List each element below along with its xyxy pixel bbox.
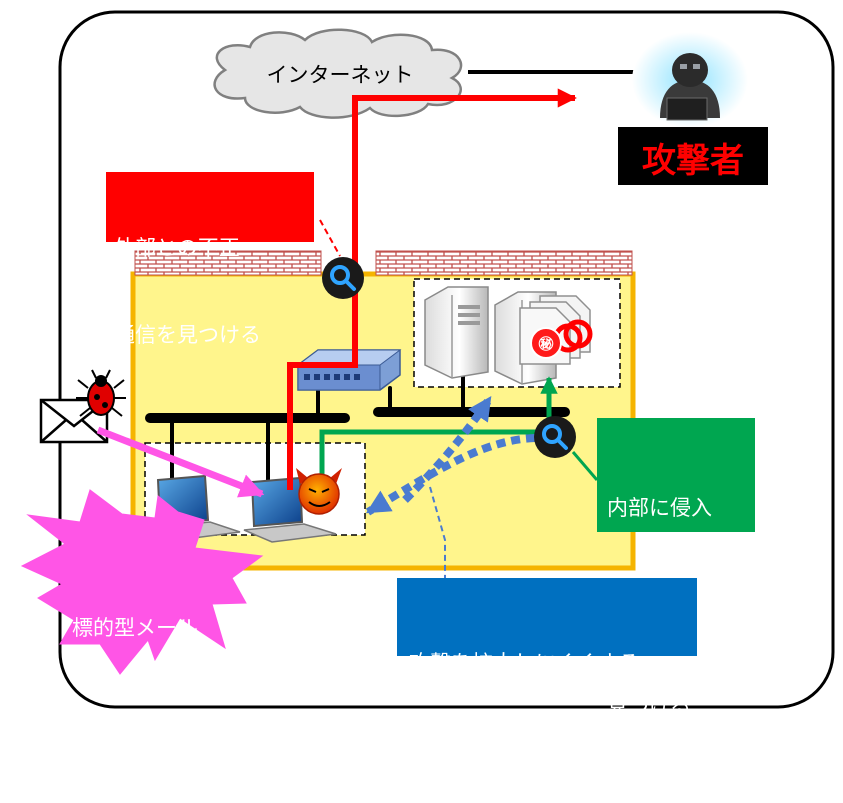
spread-arrows bbox=[365, 395, 536, 516]
external-callout: 外部との不正 通信を見つける bbox=[106, 172, 314, 347]
internal-callout-pointer bbox=[571, 451, 599, 481]
bug-icon bbox=[76, 369, 126, 417]
spread-callout-line1: 攻撃を拡大しにくくする bbox=[409, 651, 640, 675]
mail-attack-path bbox=[96, 426, 265, 498]
svg-text:㊙: ㊙ bbox=[538, 335, 553, 353]
spread-callout-line2: （接続を分離する等） bbox=[409, 744, 619, 768]
phishing-callout-line1: 標的型メール bbox=[72, 616, 198, 640]
magnifier-icon bbox=[534, 416, 576, 458]
phishing-callout: 標的型メール 攻撃 bbox=[72, 548, 252, 772]
server-icon bbox=[424, 286, 489, 379]
external-callout-pointer bbox=[319, 219, 341, 257]
attacker-label: 攻撃者 bbox=[642, 141, 744, 181]
phishing-callout-line2: 攻撃 bbox=[72, 712, 114, 736]
external-callout-line2: 通信を見つける bbox=[114, 323, 261, 347]
external-callout-line1: 外部との不正 bbox=[114, 236, 240, 260]
attacker-label-bg bbox=[618, 127, 768, 185]
phishing-starburst bbox=[20, 489, 264, 675]
internal-callout: 内部に侵入 した攻撃を 見つける bbox=[597, 418, 755, 718]
internal-attack-path bbox=[319, 429, 562, 475]
firewall-right bbox=[375, 250, 633, 276]
router-icon bbox=[296, 349, 402, 391]
attacker-icon bbox=[632, 32, 748, 128]
external-communication-path bbox=[287, 88, 577, 490]
firewall-left bbox=[134, 250, 322, 276]
secret-document-icon: ㊙ bbox=[519, 295, 593, 365]
devil-icon bbox=[296, 468, 342, 515]
magnifier-icon bbox=[322, 257, 364, 299]
cloud-label: インターネット bbox=[267, 63, 414, 87]
internal-callout-line1: 内部に侵入 bbox=[607, 496, 712, 520]
spread-callout: 攻撃を拡大しにくくする （接続を分離する等） bbox=[397, 578, 697, 768]
spread-callout-pointer bbox=[429, 486, 446, 578]
